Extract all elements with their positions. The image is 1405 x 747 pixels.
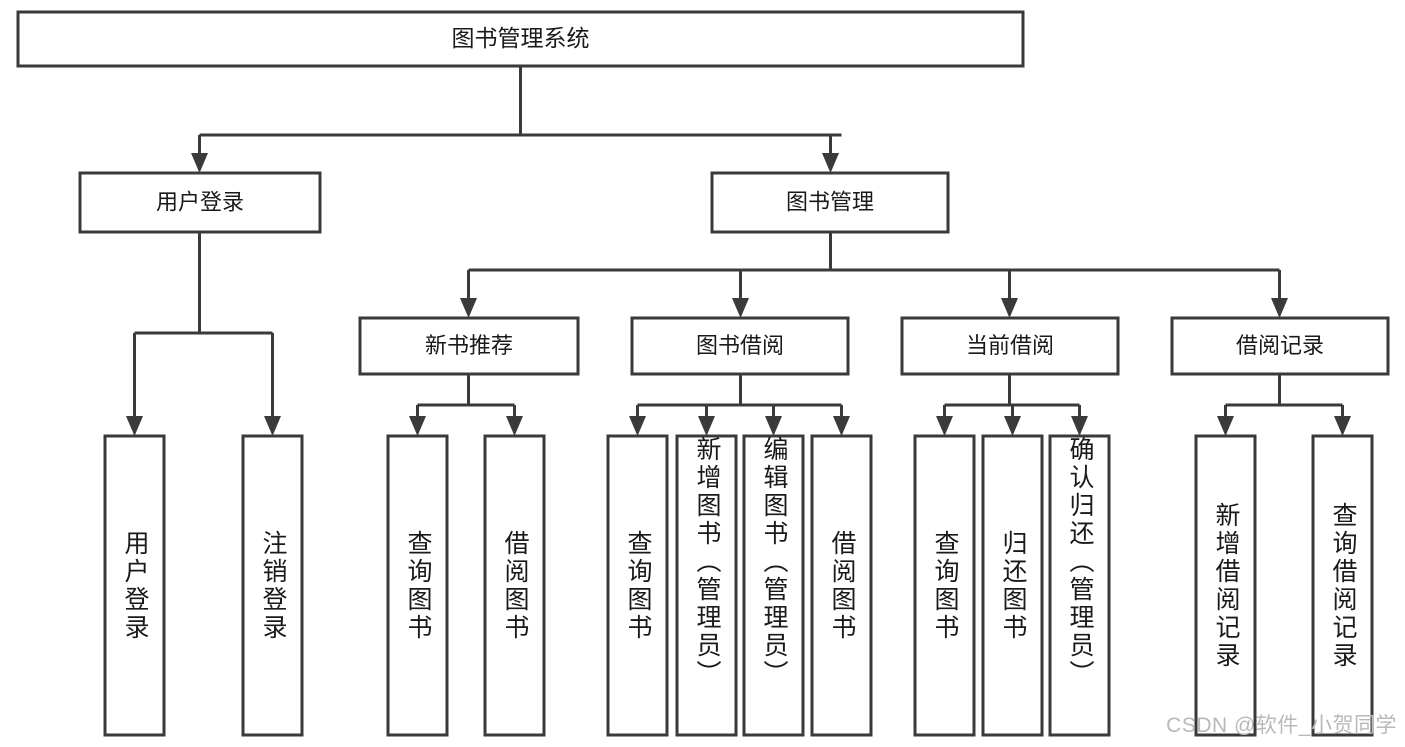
leaf-box-borrow-book-1[interactable]: [483, 434, 546, 737]
arrow-head-leaf-borrow-book-1: [506, 416, 523, 436]
node-new-book-recommend-label: 新书推荐: [425, 333, 513, 358]
node-root-label: 图书管理系统: [452, 25, 590, 51]
arrow-head-leaf-user-login: [126, 416, 143, 436]
connector-group-borrow-record: [1217, 374, 1351, 436]
node-book-management[interactable]: 图书管理: [710, 171, 950, 234]
arrow-head-user-login: [191, 153, 208, 173]
node-current-borrow-label: 当前借阅: [966, 333, 1054, 358]
leaf-box-add-book[interactable]: [675, 434, 738, 737]
connector-group-user-login: [126, 232, 281, 436]
node-book-management-label: 图书管理: [786, 189, 874, 214]
connector-group-book-borrow: [629, 374, 850, 436]
arrow-head-borrow-record: [1271, 298, 1288, 318]
node-current-borrow-box[interactable]: [900, 316, 1120, 376]
leaf-box-query-book-3[interactable]: [913, 434, 976, 737]
arrow-head-leaf-borrow-book-2: [833, 416, 850, 436]
node-borrow-record[interactable]: 借阅记录: [1170, 316, 1390, 376]
connector-group-book-management: [460, 232, 1288, 318]
arrow-head-leaf-query-book-2: [629, 416, 646, 436]
connector-group-root: [191, 66, 842, 173]
connector-group-new-book-recommend: [409, 374, 523, 436]
node-user-login-label: 用户登录: [156, 189, 244, 214]
leaf-box-user-login[interactable]: [103, 434, 166, 737]
arrow-head-leaf-add-book: [698, 416, 715, 436]
leaf-box-query-record[interactable]: [1311, 434, 1374, 737]
node-user-login-box[interactable]: [78, 171, 322, 234]
watermark-text: CSDN @软件_小贺同学: [1166, 714, 1397, 737]
node-book-management-box[interactable]: [710, 171, 950, 234]
arrow-head-leaf-query-record: [1334, 416, 1351, 436]
leaf-box-borrow-book-2[interactable]: [810, 434, 873, 737]
arrow-head-leaf-confirm-return: [1071, 416, 1088, 436]
arrow-head-leaf-query-book-1: [409, 416, 426, 436]
node-current-borrow[interactable]: 当前借阅: [900, 316, 1120, 376]
leaf-box-confirm-return[interactable]: [1048, 434, 1111, 737]
node-borrow-record-label: 借阅记录: [1236, 333, 1324, 358]
node-root[interactable]: 图书管理系统: [16, 10, 1025, 68]
node-root-box[interactable]: [16, 10, 1025, 68]
leaf-box-add-record[interactable]: [1194, 434, 1257, 737]
arrow-head-book-management: [822, 153, 839, 173]
leaf-box-query-book-1[interactable]: [386, 434, 449, 737]
node-user-login[interactable]: 用户登录: [78, 171, 322, 234]
arrow-head-book-borrow: [732, 298, 749, 318]
arrow-head-leaf-return-book: [1004, 416, 1021, 436]
leaf-box-edit-book[interactable]: [742, 434, 805, 737]
node-book-borrow-box[interactable]: [630, 316, 850, 376]
arrow-head-leaf-add-record: [1217, 416, 1234, 436]
arrow-head-leaf-edit-book: [765, 416, 782, 436]
leaf-box-user-logout[interactable]: [241, 434, 304, 737]
node-book-borrow-label: 图书借阅: [696, 333, 784, 358]
node-new-book-recommend-box[interactable]: [358, 316, 580, 376]
arrow-head-leaf-user-logout: [264, 416, 281, 436]
node-borrow-record-box[interactable]: [1170, 316, 1390, 376]
connector-group-current-borrow: [936, 374, 1088, 436]
node-book-borrow[interactable]: 图书借阅: [630, 316, 850, 376]
leaf-box-query-book-2[interactable]: [606, 434, 669, 737]
arrow-head-leaf-query-book-3: [936, 416, 953, 436]
arrow-head-current-borrow: [1001, 298, 1018, 318]
leaf-box-group: [103, 434, 1374, 737]
arrow-head-new-book-recommend: [460, 298, 477, 318]
node-new-book-recommend[interactable]: 新书推荐: [358, 316, 580, 376]
leaf-box-return-book[interactable]: [981, 434, 1044, 737]
